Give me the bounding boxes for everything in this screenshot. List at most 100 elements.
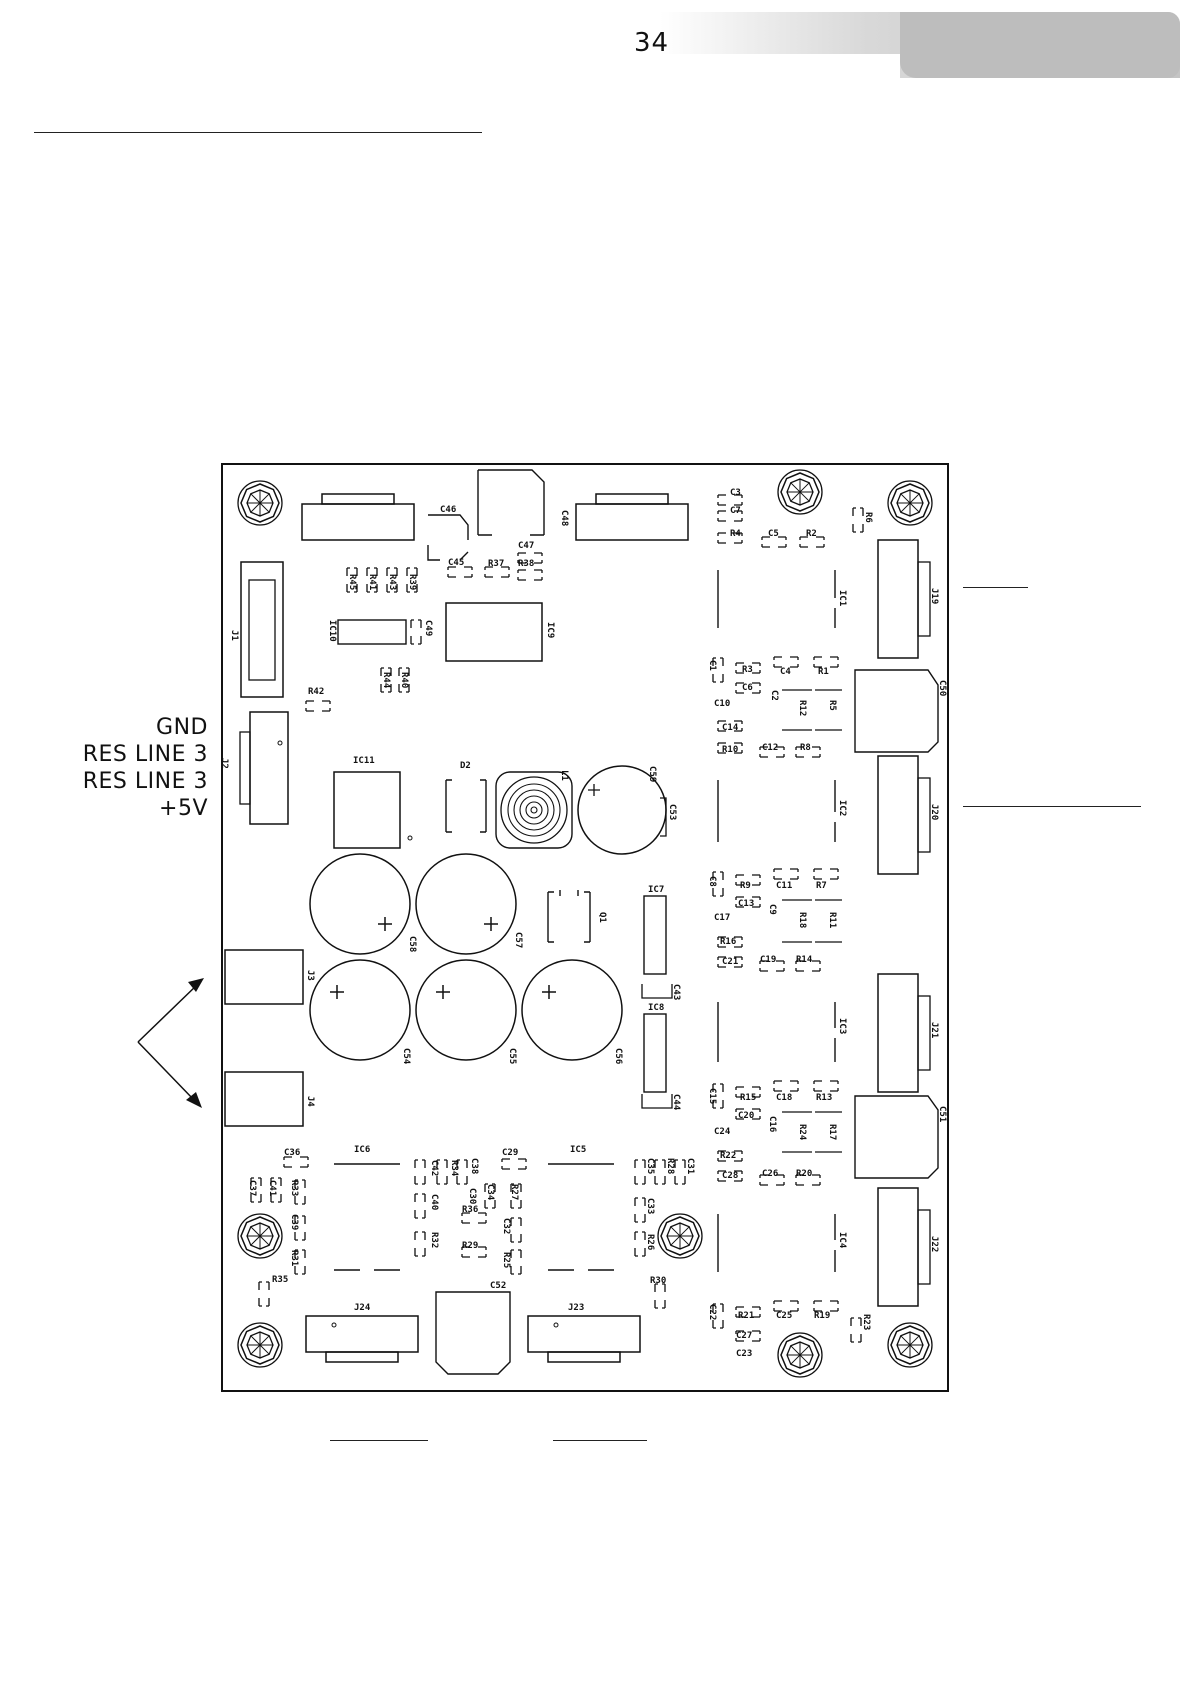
label-ic5: IC5: [570, 1145, 586, 1155]
label-ic6: IC6: [354, 1145, 370, 1155]
label-c23: C23: [736, 1349, 752, 1359]
connector-label-5v: +5V: [159, 796, 208, 821]
label-c12: C12: [762, 743, 778, 753]
label-c9: C9: [767, 904, 777, 915]
label-ic4: IC4: [837, 1232, 847, 1249]
label-c22: C22: [707, 1304, 717, 1320]
label-r33: R33: [289, 1180, 299, 1196]
connector-j22: [877, 1187, 919, 1307]
label-r2: R2: [806, 529, 817, 539]
label-c35: C35: [645, 1158, 655, 1174]
label-c44: C44: [671, 1094, 681, 1111]
label-r40: R40: [399, 672, 409, 688]
label-c24: C24: [714, 1127, 731, 1137]
label-r38: R38: [518, 559, 534, 569]
connector-j24: [305, 1315, 419, 1353]
label-ic7: IC7: [648, 885, 664, 895]
connector-j2: [249, 711, 289, 825]
label-r5: R5: [827, 700, 837, 711]
label-j24: J24: [354, 1303, 371, 1313]
label-c16: C16: [767, 1116, 777, 1132]
label-c34: C34: [485, 1184, 495, 1201]
capacitor-c54: [309, 959, 411, 1061]
label-c17: C17: [714, 913, 730, 923]
label-c47: C47: [518, 541, 534, 551]
ic-ic3: [717, 1002, 836, 1062]
inductor-l1: [495, 771, 573, 849]
label-r25: R25: [501, 1252, 511, 1268]
ic-ic10: [337, 619, 407, 645]
label-r36: R36: [462, 1205, 478, 1215]
label-c54: C54: [401, 1048, 411, 1065]
ic-ic4: [717, 1214, 836, 1272]
label-c18: C18: [776, 1093, 792, 1103]
mounting-hole-icon: [887, 480, 933, 526]
label-c49: C49: [423, 620, 433, 636]
diode-d2: [445, 779, 487, 833]
connector-j19: [877, 539, 919, 659]
ic-ic11: [333, 771, 401, 849]
label-r11: R11: [827, 912, 837, 928]
label-c27: C27: [736, 1331, 752, 1341]
label-j23: J23: [568, 1303, 584, 1313]
mounting-hole-icon: [237, 480, 283, 526]
label-c6: C6: [742, 683, 753, 693]
ic-ic7: [643, 895, 667, 975]
label-l1: L1: [559, 770, 569, 781]
ic-ic5: [548, 1163, 614, 1271]
connector-j20: [877, 755, 919, 875]
page-number: 34: [634, 28, 670, 58]
label-r23: R23: [861, 1314, 871, 1330]
label-c42: C42: [429, 1160, 439, 1176]
label-c43: C43: [671, 984, 681, 1000]
label-c10: C10: [714, 699, 730, 709]
label-c56: C56: [613, 1048, 623, 1064]
label-r45: R45: [347, 574, 357, 590]
callout-rule-j23: [553, 1440, 647, 1441]
label-r29: R29: [462, 1241, 478, 1251]
label-j2: J2: [219, 758, 229, 769]
label-r16: R16: [720, 937, 736, 947]
ic-ic6: [334, 1163, 400, 1271]
ic-ic2: [717, 780, 836, 842]
capacitor-c48: [477, 469, 545, 536]
mounting-hole-icon: [237, 1322, 283, 1368]
label-r30: R30: [650, 1276, 666, 1286]
capacitor-c56: [521, 959, 623, 1061]
label-r17: R17: [827, 1124, 837, 1140]
header-tab: [900, 12, 1180, 78]
capacitor-c52: [435, 1291, 511, 1375]
mounting-hole-icon: [237, 1213, 283, 1259]
label-c33: C33: [645, 1198, 655, 1214]
label-c2: C2: [769, 690, 779, 701]
connector-top-left: [301, 503, 415, 541]
label-r26: R26: [645, 1234, 655, 1250]
arrow-head-icon: [188, 978, 204, 992]
header-band-cutout: [660, 54, 900, 80]
label-c45: C45: [448, 558, 464, 568]
connector-label-res-line-3b: RES LINE 3: [82, 769, 208, 794]
label-c21: C21: [722, 957, 738, 967]
label-r9: R9: [740, 881, 751, 891]
mounting-hole-icon: [777, 1332, 823, 1378]
label-c13: C13: [738, 899, 754, 909]
label-c50: C50: [937, 680, 947, 696]
ic-ic8: [643, 1013, 667, 1093]
label-r10: R10: [722, 745, 738, 755]
label-c57: C57: [513, 932, 523, 948]
arrow-head-icon: [186, 1092, 202, 1108]
label-c30: C30: [467, 1188, 477, 1204]
label-c46: C46: [440, 505, 456, 515]
label-r14: R14: [796, 955, 813, 965]
capacitor-c50: [854, 669, 939, 753]
label-r3: R3: [742, 665, 753, 675]
label-c7: C7: [730, 506, 741, 516]
label-r19: R19: [814, 1311, 830, 1321]
label-r22: R22: [720, 1151, 736, 1161]
label-r18: R18: [797, 912, 807, 928]
label-r1: R1: [818, 667, 829, 677]
label-r43: R43: [387, 574, 397, 590]
label-r41: R41: [367, 574, 377, 590]
label-c14: C14: [722, 723, 739, 733]
label-c38: C38: [469, 1158, 479, 1174]
